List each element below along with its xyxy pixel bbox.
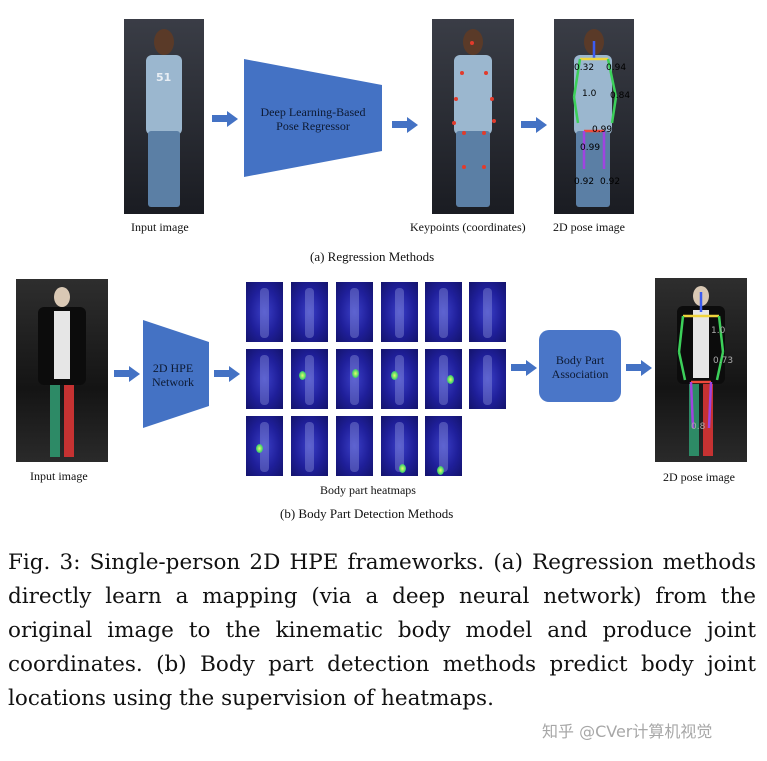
arrow-b1: [114, 366, 140, 382]
pose-value-1: 0.32: [574, 63, 595, 73]
heatmap: [425, 282, 462, 342]
body-part-association-block: [539, 330, 621, 402]
heatmap: [469, 349, 506, 409]
jersey-number: 51: [156, 71, 172, 84]
body-part-association-label: Body Part Association: [551, 353, 609, 381]
heatmap: [425, 349, 462, 409]
pose-value-3: 1.0: [582, 89, 597, 99]
arrow-b3: [511, 360, 537, 376]
figure-caption: Fig. 3: Single-person 2D HPE frameworks.…: [8, 550, 756, 711]
pose-regressor-block: [244, 59, 382, 177]
heatmap: [336, 282, 373, 342]
heatmap: [336, 349, 373, 409]
heatmap: [381, 416, 418, 476]
pose-value-6: 0.99: [580, 143, 601, 153]
heatmap: [246, 282, 283, 342]
pose-image-b: 1.0 0.73 0.8: [655, 278, 747, 462]
pose-image-label-a: 2D pose image: [553, 220, 625, 234]
pose-image-label-b: 2D pose image: [663, 470, 735, 484]
keypoints-label: Keypoints (coordinates): [410, 220, 526, 234]
hpe-network-label: 2D HPE Network: [152, 361, 194, 389]
heatmap: [336, 416, 373, 476]
heatmap: [291, 282, 328, 342]
arrow-a3: [521, 117, 547, 133]
input-image-a: 51: [124, 19, 204, 214]
pose-value-4: 0.84: [610, 91, 631, 101]
heatmap: [381, 349, 418, 409]
pose-value-7: 0.92: [574, 177, 595, 187]
heatmap: [469, 282, 506, 342]
heatmap: [291, 416, 328, 476]
pose-regressor-label: Deep Learning-Based Pose Regressor: [260, 105, 366, 133]
pose-value-8: 0.92: [600, 177, 621, 187]
heatmap: [246, 349, 283, 409]
hpe-network-block: [143, 320, 209, 428]
heatmap: [381, 282, 418, 342]
subcaption-b: (b) Body Part Detection Methods: [280, 506, 454, 521]
heatmap: [425, 416, 462, 476]
arrow-a1: [212, 111, 238, 127]
heatmap: [291, 349, 328, 409]
subcaption-a: (a) Regression Methods: [310, 249, 435, 264]
pose-value-2: 0.94: [606, 63, 627, 73]
watermark: 知乎 @CVer计算机视觉: [542, 722, 713, 741]
arrow-a2: [392, 117, 418, 133]
keypoints-image: [432, 19, 514, 214]
heatmaps-label: Body part heatmaps: [320, 483, 416, 497]
pose-value-5: 0.99: [592, 125, 613, 135]
pose-value-b3: 0.8: [691, 422, 706, 432]
pose-value-b2: 0.73: [713, 356, 734, 366]
input-image-b: [16, 279, 108, 462]
pose-image-a: 0.32 0.94 1.0 0.84 0.99 0.99 0.92 0.92: [554, 19, 634, 214]
input-image-label-b: Input image: [30, 469, 88, 483]
arrow-b2: [214, 366, 240, 382]
pose-value-b1: 1.0: [711, 326, 726, 336]
heatmap: [246, 416, 283, 476]
input-image-label-a: Input image: [131, 220, 189, 234]
arrow-b4: [626, 360, 652, 376]
